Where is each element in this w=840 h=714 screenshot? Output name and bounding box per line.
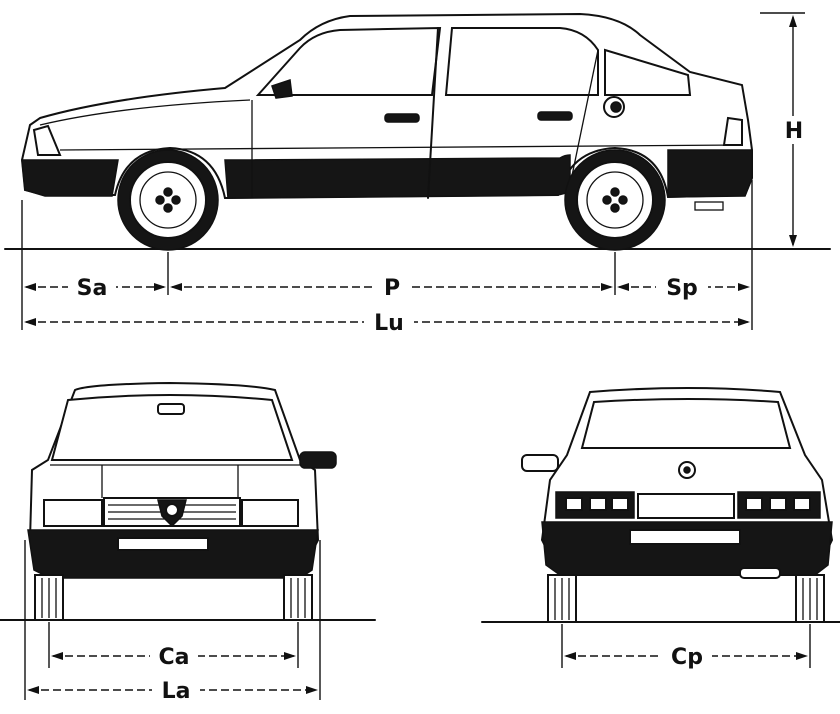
rear-plate: [637, 493, 735, 519]
side-exhaust: [694, 201, 724, 211]
label-sa: Sa: [77, 276, 108, 301]
rear-view: Cp: [481, 387, 840, 670]
rear-window: [580, 398, 792, 449]
front-windshield: [50, 394, 294, 461]
side-quarter-window: [604, 48, 692, 96]
side-front-bumper: [21, 159, 119, 197]
front-right-headlight: [241, 499, 299, 527]
side-view: Sa P Sp Lu H: [4, 12, 831, 336]
front-mirror: [299, 451, 337, 469]
side-beltline: [59, 144, 741, 151]
side-mirror: [271, 78, 293, 99]
front-left-headlight: [43, 499, 103, 527]
label-p: P: [384, 276, 400, 301]
side-front-window: [255, 26, 442, 96]
label-ca: Ca: [159, 645, 190, 670]
side-b-pillar: [427, 27, 439, 199]
side-sill-band: [224, 154, 571, 199]
side-rear-window: [444, 27, 599, 96]
side-front-door-handle: [384, 113, 420, 123]
label-sp: Sp: [666, 276, 698, 301]
side-rear-bumper: [667, 149, 753, 198]
label-h: H: [785, 119, 803, 144]
front-view: Ca La: [0, 381, 376, 704]
label-la: La: [162, 679, 191, 704]
label-cp: Cp: [671, 645, 703, 670]
front-interior-mirror: [157, 403, 185, 415]
side-rear-door-edge: [567, 49, 599, 196]
side-rear-wheel: [564, 149, 666, 251]
label-lu: Lu: [374, 311, 404, 336]
side-headlight: [32, 124, 62, 156]
rear-exhaust: [739, 567, 781, 579]
side-rear-door-handle: [537, 111, 573, 121]
side-front-wheel: [117, 149, 219, 251]
side-hood-line: [39, 99, 251, 126]
rear-mirror: [521, 454, 559, 472]
side-taillight: [722, 116, 743, 146]
side-fuel-cap-inner: [610, 101, 622, 113]
